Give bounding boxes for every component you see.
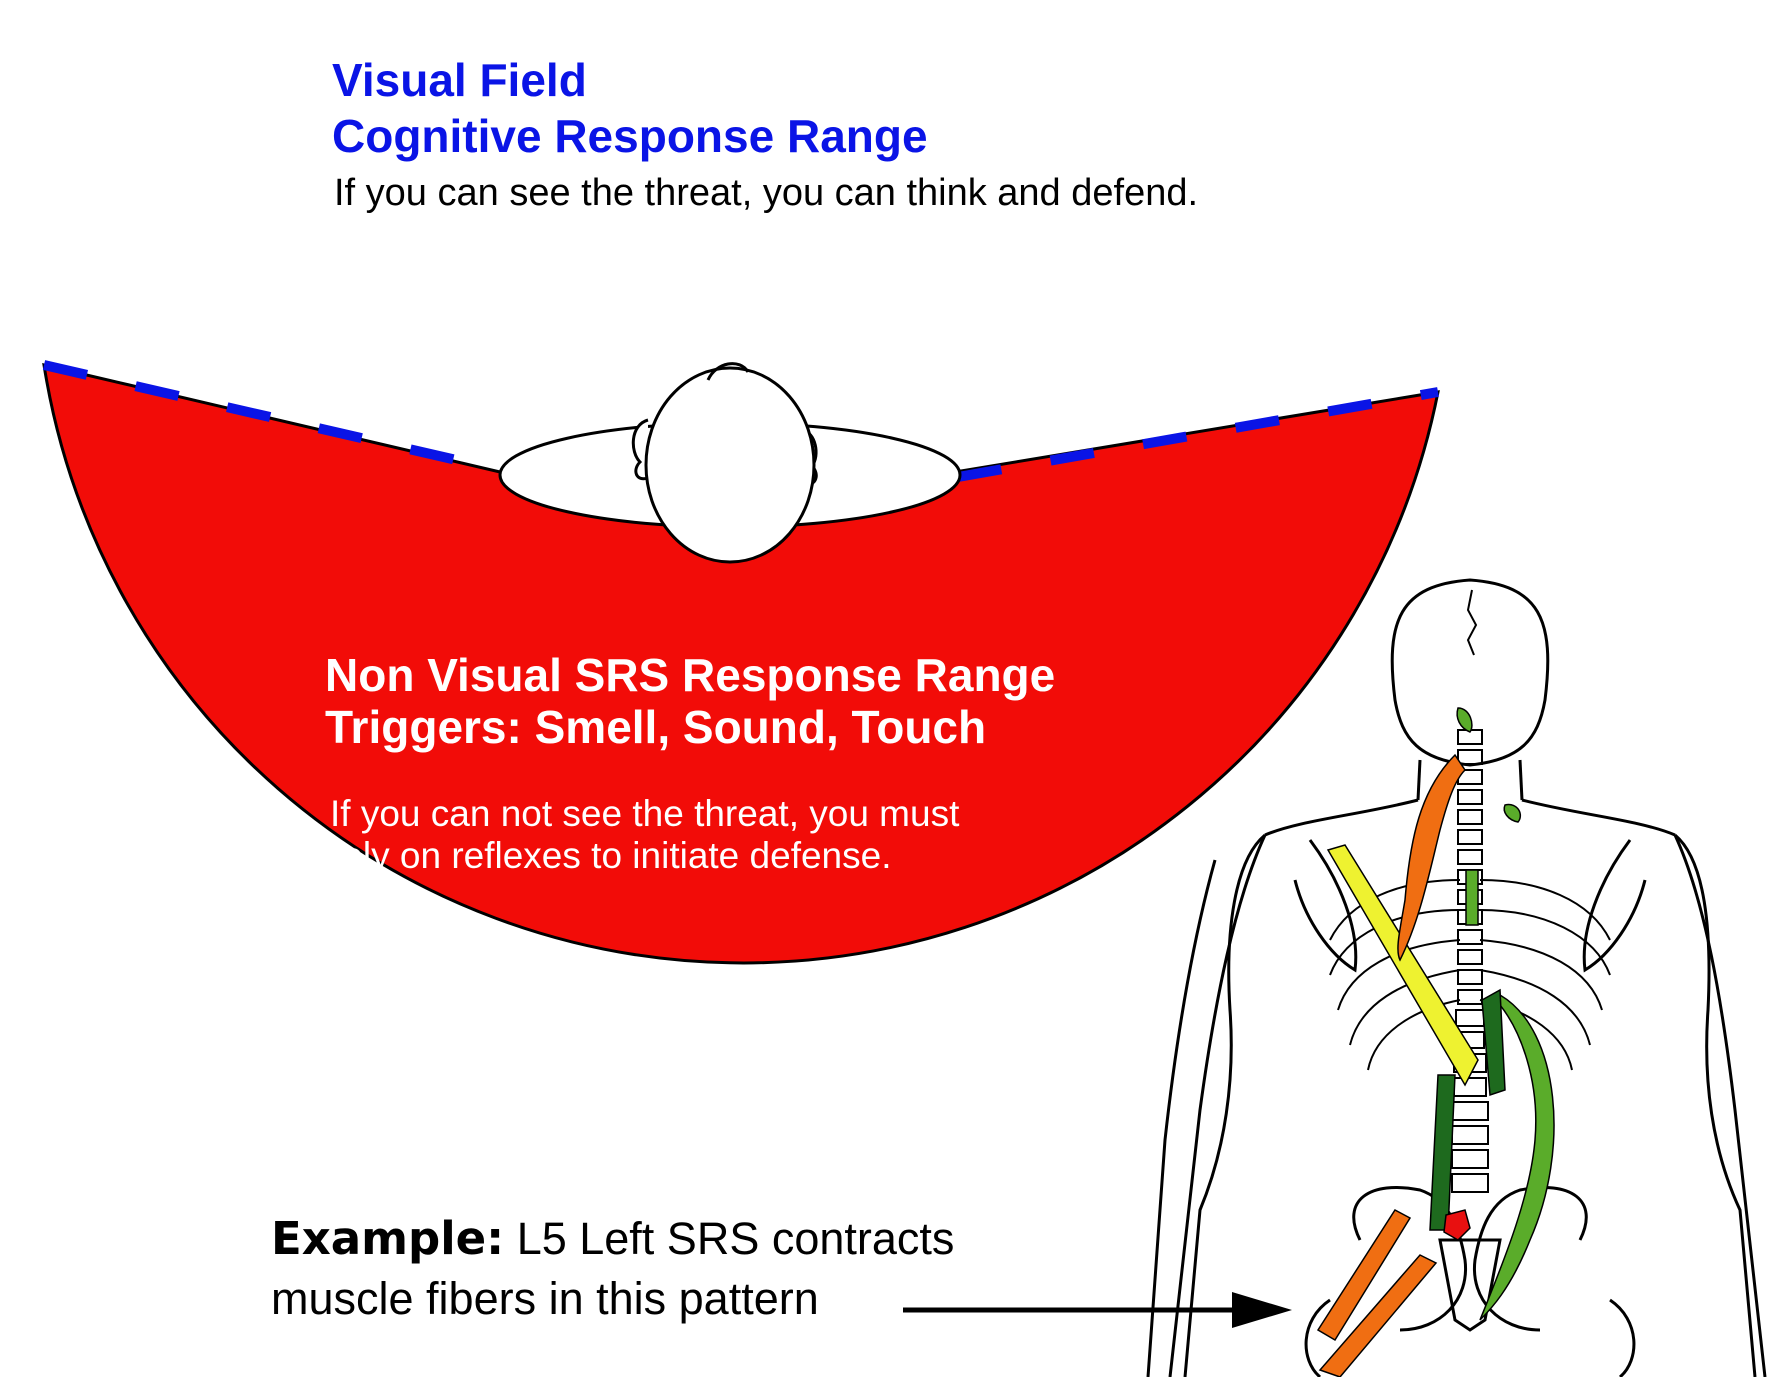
orange-upper-muscle <box>1397 753 1466 962</box>
example-text: L5 Left SRS contracts <box>504 1213 955 1264</box>
non-visual-description-line-2: rely on reflexes to initiate defense. <box>330 835 892 876</box>
non-visual-range-region <box>42 363 1440 965</box>
green-spine-marks <box>1465 869 1479 926</box>
hip-joints <box>1304 1298 1636 1379</box>
muscle-pattern <box>1316 707 1555 1378</box>
example-caption-line-1: Example: L5 Left SRS contracts <box>271 1212 954 1266</box>
visual-field-title: Visual Field <box>332 54 587 106</box>
hair-tuft <box>706 362 750 381</box>
neck-right <box>1518 759 1524 801</box>
nerve-red-mark <box>1443 1209 1471 1241</box>
skull-outline <box>1390 578 1550 767</box>
right-arm-outline <box>1673 834 1767 1378</box>
torso-outline-left <box>1183 833 1266 1378</box>
torso-outline-right <box>1674 833 1757 1378</box>
left-scapula <box>1293 839 1358 973</box>
right-scapula <box>1582 839 1647 973</box>
orange-leg-muscle-1 <box>1316 1209 1412 1342</box>
head-outline <box>644 366 816 564</box>
left-arm-outline <box>1146 834 1267 1378</box>
skull-suture <box>1466 589 1478 656</box>
green-shoulder-mark <box>1503 803 1522 823</box>
neck-left <box>1416 759 1422 801</box>
pointer-arrow-head <box>1232 1292 1292 1328</box>
visual-field-description: If you can see the threat, you can think… <box>334 172 1199 214</box>
dark-green-muscle <box>1429 1074 1456 1231</box>
example-caption-line-2: muscle fibers in this pattern <box>271 1273 819 1324</box>
cognitive-response-range-title: Cognitive Response Range <box>332 110 928 162</box>
skeleton-back-view <box>1146 578 1767 1379</box>
non-visual-description-line-1: If you can not see the threat, you must <box>330 793 960 834</box>
pointer-arrow <box>903 1292 1292 1328</box>
dark-green-upper-muscle <box>1481 988 1506 1097</box>
green-lateral-muscle <box>1479 993 1555 1321</box>
non-visual-triggers: Triggers: Smell, Sound, Touch <box>325 701 987 753</box>
visual-field-boundary-right <box>957 387 1439 482</box>
shoulders-line <box>1264 798 1676 837</box>
green-neck-mark <box>1456 707 1473 733</box>
sacrum-outline <box>1438 1238 1502 1332</box>
head-top-view <box>498 362 962 564</box>
yellow-muscle-band <box>1326 844 1479 1087</box>
example-label: Example: <box>271 1212 505 1265</box>
visual-field-boundary-left <box>42 360 502 475</box>
left-ear <box>631 418 649 481</box>
non-visual-range-title: Non Visual SRS Response Range <box>325 649 1056 701</box>
spine <box>1451 729 1489 1193</box>
